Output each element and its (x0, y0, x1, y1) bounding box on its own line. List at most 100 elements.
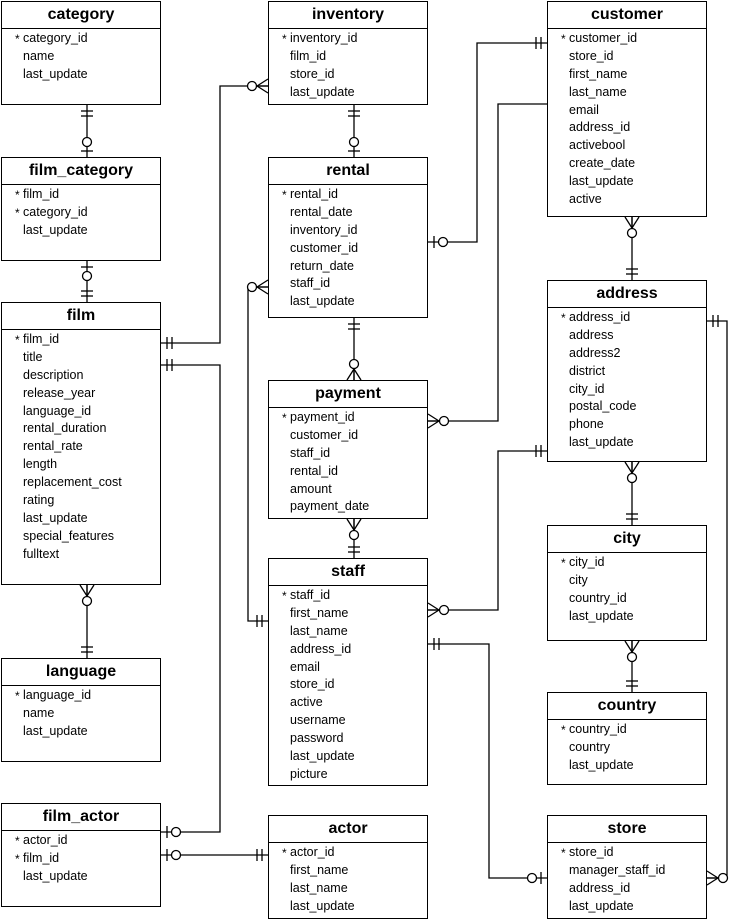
entity-title: actor (269, 816, 427, 843)
attribute: store_id (269, 676, 427, 694)
attribute-name: username (290, 713, 346, 728)
attribute-name: last_update (569, 608, 634, 623)
relationship-line (161, 85, 268, 344)
crows-foot-marker (86, 584, 95, 597)
primary-key-attribute: *category_id (2, 204, 160, 222)
attribute: name (2, 48, 160, 66)
relationship-line (428, 450, 547, 611)
attribute: last_update (2, 222, 160, 240)
attribute: staff_id (269, 445, 427, 463)
crows-foot-marker (624, 640, 633, 653)
attribute-name: create_date (569, 156, 636, 171)
relationship-customer-address (624, 216, 640, 280)
zero-optional-marker (348, 358, 360, 370)
attribute: username (269, 712, 427, 730)
attribute-name: country_id (569, 590, 627, 605)
attribute: rental_id (269, 463, 427, 481)
zero-optional-marker (348, 136, 360, 148)
entity-title: rental (269, 158, 427, 185)
relationship-city-country (624, 640, 640, 692)
attribute-name: inventory_id (290, 222, 358, 237)
attribute-name: name (23, 48, 55, 63)
primary-key-attribute: *payment_id (269, 409, 427, 427)
entity-title: store (548, 816, 706, 843)
attribute-name: film_id (23, 187, 60, 201)
attribute: customer_id (269, 427, 427, 445)
attribute: last_update (269, 748, 427, 766)
relationship-inventory-rental (348, 105, 360, 157)
attribute: last_update (269, 898, 427, 916)
relationship-payment-staff (346, 518, 362, 558)
attribute: last_update (2, 66, 160, 84)
attribute: name (2, 705, 160, 723)
attribute: amount (269, 481, 427, 499)
crows-foot-marker (631, 640, 640, 653)
relationship-category-film_category (81, 105, 93, 157)
attribute-name: title (23, 349, 43, 364)
attribute: first_name (269, 605, 427, 623)
attribute: address_id (269, 641, 427, 659)
entity-title: country (548, 693, 706, 720)
primary-key-marker: * (561, 311, 566, 325)
relationship-rental-staff (246, 279, 269, 627)
attribute-name: payment_date (290, 499, 370, 514)
attribute: description (2, 367, 160, 385)
attribute-name: staff_id (290, 445, 331, 460)
attribute: manager_staff_id (548, 862, 706, 880)
primary-key-attribute: *category_id (2, 30, 160, 48)
primary-key-attribute: *film_id (2, 850, 160, 868)
entity-title: language (2, 659, 160, 686)
entity-title: film (2, 303, 160, 330)
zero-optional-marker (81, 595, 93, 607)
attribute-name: last_name (290, 623, 348, 638)
relationship-line (428, 42, 547, 243)
crows-foot-marker (256, 286, 269, 295)
crows-foot-marker (427, 413, 440, 422)
attribute-name: rental_duration (23, 421, 107, 436)
primary-key-marker: * (561, 556, 566, 570)
primary-key-marker: * (15, 689, 20, 703)
attribute-name: customer_id (290, 427, 359, 442)
attribute-name: last_update (23, 723, 88, 738)
attribute: store_id (269, 66, 427, 84)
attribute-name: manager_staff_id (569, 862, 666, 877)
crows-foot-marker (346, 518, 355, 531)
zero-optional-marker (170, 826, 182, 838)
attribute-name: actor_id (290, 845, 335, 859)
attribute-name: release_year (23, 385, 96, 400)
attribute-name: country_id (569, 722, 627, 736)
attribute: city_id (548, 381, 706, 399)
attribute-name: address2 (569, 345, 621, 360)
attribute-name: rental_id (290, 463, 338, 478)
attribute: country_id (548, 590, 706, 608)
primary-key-marker: * (15, 188, 20, 202)
crows-foot-marker (624, 216, 633, 229)
attribute: picture (269, 766, 427, 784)
crows-foot-marker (256, 279, 269, 288)
primary-key-attribute: *film_id (2, 331, 160, 349)
primary-key-marker: * (561, 846, 566, 860)
attribute: inventory_id (269, 222, 427, 240)
attribute-name: first_name (569, 66, 628, 81)
attribute-name: actor_id (23, 833, 68, 847)
attribute-name: payment_id (290, 410, 355, 424)
